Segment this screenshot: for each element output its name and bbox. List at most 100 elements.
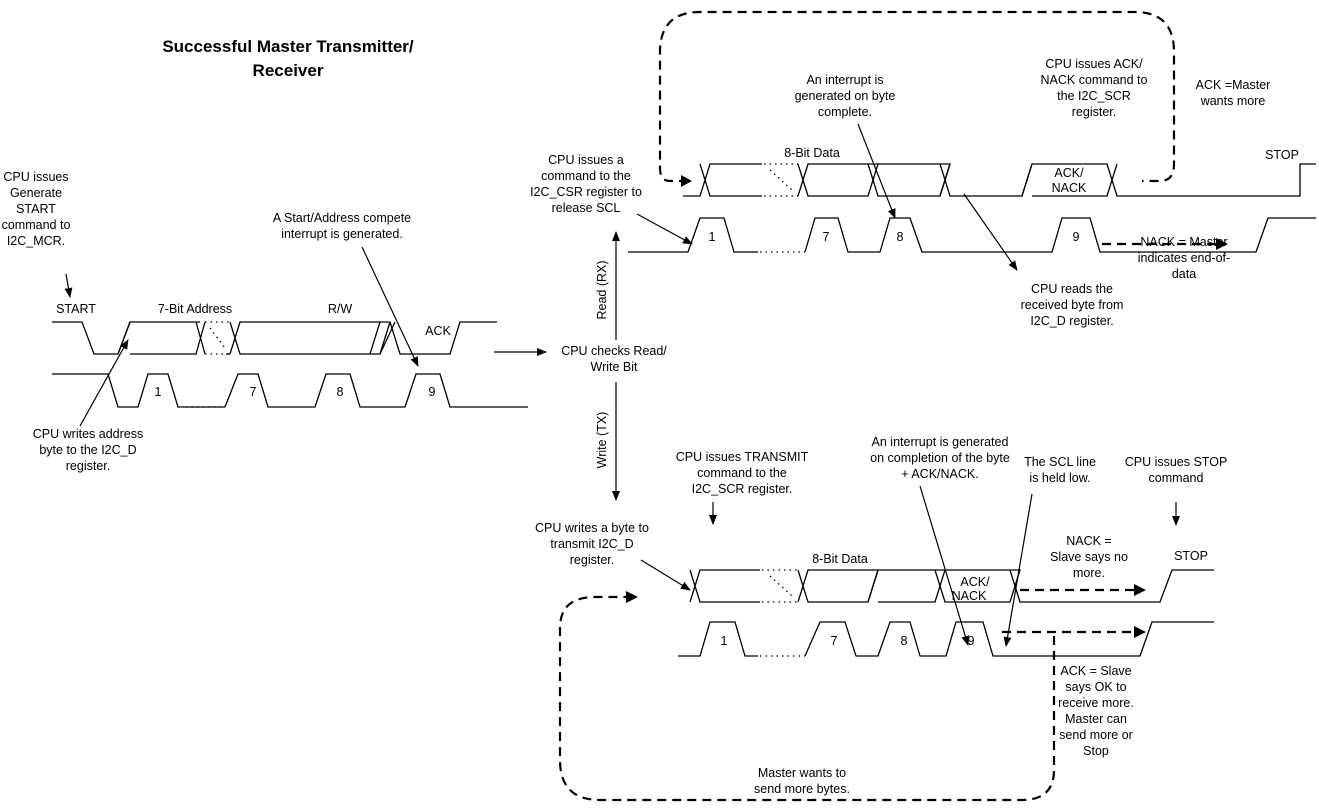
svg-text:NACK =: NACK = (1066, 534, 1112, 548)
note-ack-master: ACK =Master wants more (1196, 78, 1271, 108)
write-bit-9: 9 (968, 634, 975, 648)
diagram-title: Successful Master Transmitter/ Receiver (162, 37, 414, 80)
read-phase: 8-Bit Data ACK/ NACK STOP 1 7 8 9 (628, 146, 1316, 253)
note-cpu-ack-nack: CPU issues ACK/ NACK command to the I2C_… (1041, 57, 1148, 119)
write-more-loop (558, 595, 1056, 802)
note-cpu-writes-byte: CPU writes a byte to transmit I2C_D regi… (535, 521, 649, 567)
note-nack-master: NACK = Master indicates end-of- data (1138, 235, 1230, 281)
note-nack-slave: NACK = Slave says no more. (1050, 534, 1128, 580)
svg-text:Write Bit: Write Bit (591, 360, 639, 374)
write-stop-label: STOP (1174, 549, 1208, 563)
address-sda-waveform (52, 321, 497, 355)
svg-text:command to the: command to the (541, 169, 631, 183)
svg-text:command: command (1149, 471, 1204, 485)
address-scl-waveform (52, 373, 528, 408)
note-cpu-stop: CPU issues STOP command (1125, 455, 1228, 485)
svg-text:An interrupt is generated: An interrupt is generated (872, 435, 1009, 449)
read-rx-label: Read (RX) (595, 260, 609, 319)
annotation-arrows (64, 123, 1180, 647)
svg-text:register.: register. (66, 459, 110, 473)
svg-text:+ ACK/NACK.: + ACK/NACK. (901, 467, 978, 481)
note-interrupt-completion: An interrupt is generated on completion … (870, 435, 1010, 481)
read-sda-waveform (683, 163, 1316, 197)
dashed-loops (558, 10, 1228, 802)
svg-text:register.: register. (1072, 105, 1116, 119)
svg-text:complete.: complete. (818, 105, 872, 119)
svg-text:CPU issues a: CPU issues a (548, 153, 624, 167)
write-ack-nack-line-2: NACK (952, 589, 987, 603)
svg-text:register.: register. (570, 553, 614, 567)
branch-arrows: Read (RX) Write (TX) (494, 231, 620, 501)
title-line-2: Receiver (253, 61, 324, 80)
svg-text:An interrupt is: An interrupt is (806, 73, 883, 87)
read-ack-nack-line-2: NACK (1052, 181, 1087, 195)
write-bit-1: 1 (721, 634, 728, 648)
address-bit-8: 8 (337, 385, 344, 399)
svg-text:CPU reads the: CPU reads the (1031, 282, 1113, 296)
svg-text:the I2C_SCR: the I2C_SCR (1057, 89, 1131, 103)
svg-text:Master can: Master can (1065, 712, 1127, 726)
svg-text:CPU issues STOP: CPU issues STOP (1125, 455, 1228, 469)
note-interrupt-byte: An interrupt is generated on byte comple… (795, 73, 896, 119)
rw-label: R/W (328, 302, 353, 316)
read-scl-waveform (628, 217, 1316, 253)
note-master-more-bytes: Master wants to send more bytes. (754, 766, 850, 796)
read-data-label: 8-Bit Data (784, 146, 840, 160)
address-bit-1: 1 (155, 385, 162, 399)
note-ack-slave: ACK = Slave says OK to receive more. Mas… (1058, 664, 1134, 758)
title-line-1: Successful Master Transmitter/ (162, 37, 414, 56)
svg-text:CPU issues TRANSMIT: CPU issues TRANSMIT (676, 450, 809, 464)
svg-text:byte to the I2C_D: byte to the I2C_D (39, 443, 136, 457)
read-bit-7: 7 (823, 230, 830, 244)
svg-text:says OK to: says OK to (1065, 680, 1126, 694)
svg-text:CPU issues: CPU issues (3, 170, 68, 184)
note-start-address-interrupt: A Start/Address compete interrupt is gen… (273, 211, 411, 241)
svg-text:is held low.: is held low. (1029, 471, 1090, 485)
address-label: 7-Bit Address (158, 302, 232, 316)
read-more-loop (658, 10, 1176, 183)
write-tx-label: Write (TX) (595, 412, 609, 469)
note-cpu-checks: CPU checks Read/ Write Bit (561, 344, 667, 374)
note-cpu-reads: CPU reads the received byte from I2C_D r… (1021, 282, 1124, 328)
write-scl-waveform (678, 621, 1214, 657)
svg-text:CPU writes address: CPU writes address (33, 427, 143, 441)
note-cpu-writes-address: CPU writes address byte to the I2C_D reg… (33, 427, 143, 473)
write-phase: 8-Bit Data ACK/ NACK STOP 1 7 8 9 (678, 549, 1214, 657)
note-scl-low: The SCL line is held low. (1024, 455, 1096, 485)
address-bit-9: 9 (429, 385, 436, 399)
read-stop-label: STOP (1265, 148, 1299, 162)
svg-text:I2C_SCR register.: I2C_SCR register. (692, 482, 793, 496)
svg-text:wants more: wants more (1200, 94, 1266, 108)
svg-text:command to the: command to the (697, 466, 787, 480)
read-bit-8: 8 (897, 230, 904, 244)
write-bit-7: 7 (831, 634, 838, 648)
svg-text:send more bytes.: send more bytes. (754, 782, 850, 796)
svg-text:ACK =Master: ACK =Master (1196, 78, 1271, 92)
svg-text:receive more.: receive more. (1058, 696, 1134, 710)
svg-text:A Start/Address compete: A Start/Address compete (273, 211, 411, 225)
svg-text:received byte from: received byte from (1021, 298, 1124, 312)
read-bit-1: 1 (709, 230, 716, 244)
note-cpu-transmit: CPU issues TRANSMIT command to the I2C_S… (676, 450, 809, 496)
note-cpu-start: CPU issues Generate START command to I2C… (2, 170, 71, 248)
read-bit-9: 9 (1073, 230, 1080, 244)
svg-text:CPU writes a byte to: CPU writes a byte to (535, 521, 649, 535)
write-sda-waveform (689, 569, 1214, 603)
svg-text:CPU issues ACK/: CPU issues ACK/ (1045, 57, 1143, 71)
ack-label: ACK (425, 324, 451, 338)
write-ack-nack-line-1: ACK/ (960, 575, 990, 589)
svg-text:transmit I2C_D: transmit I2C_D (550, 537, 633, 551)
svg-text:Generate: Generate (10, 186, 62, 200)
address-phase: START 7-Bit Address R/W ACK 1 7 8 9 (52, 302, 528, 408)
svg-text:ACK = Slave: ACK = Slave (1060, 664, 1131, 678)
write-bit-8: 8 (901, 634, 908, 648)
start-label: START (56, 302, 96, 316)
svg-text:I2C_MCR.: I2C_MCR. (7, 234, 65, 248)
svg-text:interrupt is generated.: interrupt is generated. (281, 227, 403, 241)
svg-text:NACK command to: NACK command to (1041, 73, 1148, 87)
svg-text:send more or: send more or (1059, 728, 1133, 742)
svg-text:Stop: Stop (1083, 744, 1109, 758)
svg-text:CPU checks Read/: CPU checks Read/ (561, 344, 667, 358)
svg-text:I2C_CSR register to: I2C_CSR register to (530, 185, 642, 199)
